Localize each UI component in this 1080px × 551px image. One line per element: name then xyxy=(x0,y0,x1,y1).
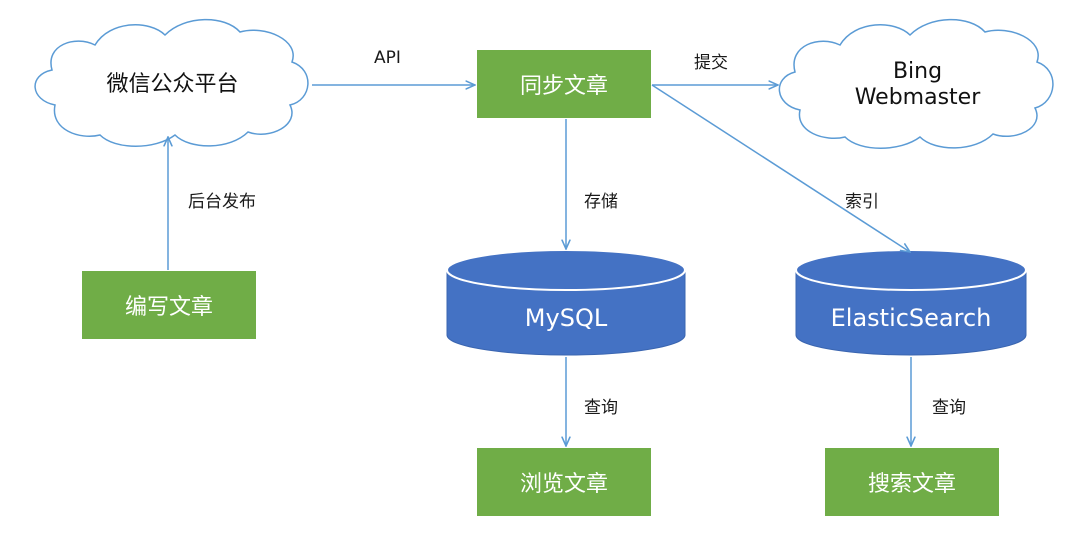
write-articles-node: 编写文章 xyxy=(82,271,256,339)
bing-label-line1: Bing xyxy=(892,58,943,84)
sync-articles-node: 同步文章 xyxy=(477,50,651,118)
bing-webmaster-node: Bing Webmaster xyxy=(805,50,1030,120)
mysql-node: MySQL xyxy=(447,295,685,340)
mysql-label: MySQL xyxy=(524,303,608,332)
bing-cloud-shape xyxy=(778,18,1054,149)
edge-label-store: 存储 xyxy=(584,192,618,212)
sync-articles-label: 同步文章 xyxy=(519,74,608,99)
arrow-index xyxy=(651,84,910,252)
write-articles-label: 编写文章 xyxy=(124,295,213,320)
elasticsearch-label: ElasticSearch xyxy=(830,303,992,332)
edge-label-submit: 提交 xyxy=(694,53,728,73)
edge-label-query-mysql: 查询 xyxy=(584,398,618,418)
es-cylinder-shape xyxy=(795,249,1027,356)
search-articles-node: 搜索文章 xyxy=(825,448,999,516)
bing-label-line2: Webmaster xyxy=(854,85,981,110)
edge-label-index: 索引 xyxy=(845,192,879,212)
edge-label-publish: 后台发布 xyxy=(188,192,256,212)
search-articles-label: 搜索文章 xyxy=(867,472,956,497)
elasticsearch-node: ElasticSearch xyxy=(796,295,1026,340)
mysql-cylinder-shape xyxy=(446,249,686,356)
browse-articles-node: 浏览文章 xyxy=(477,448,651,516)
browse-articles-label: 浏览文章 xyxy=(519,472,608,497)
wechat-cloud-shape xyxy=(34,18,309,147)
wechat-platform-label: 微信公众平台 xyxy=(106,71,239,97)
edge-label-api: API xyxy=(374,48,401,68)
edge-label-query-es: 查询 xyxy=(932,398,966,418)
wechat-platform-node: 微信公众平台 xyxy=(60,55,285,115)
